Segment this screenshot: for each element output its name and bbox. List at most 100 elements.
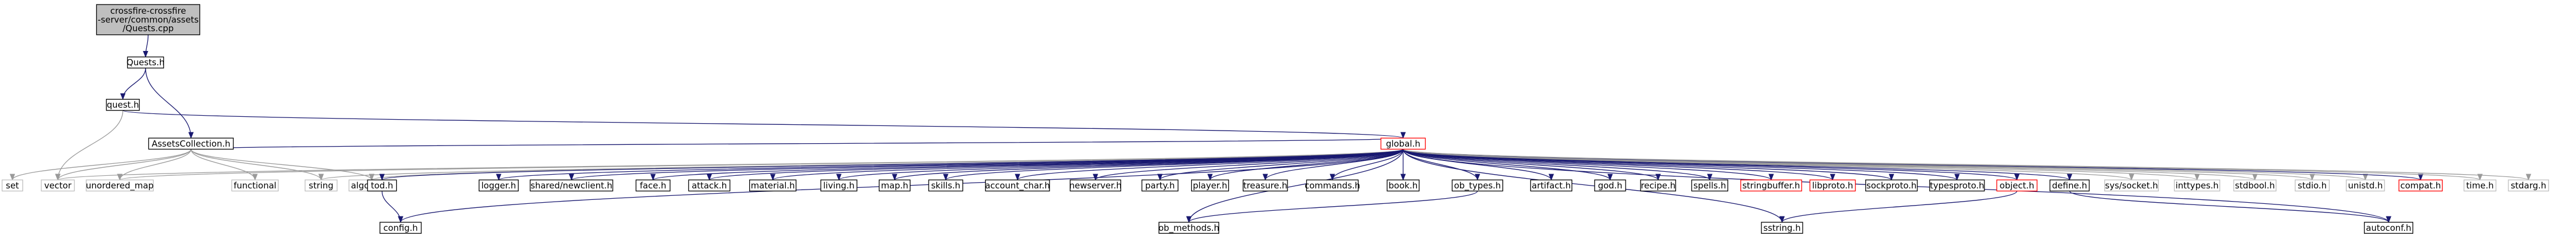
node-label: unordered_map [86, 180, 154, 191]
node-label: stringbuffer.h [1743, 180, 1800, 191]
node-stringbuffer-h[interactable]: stringbuffer.h [1740, 179, 1802, 192]
node-party-h[interactable]: party.h [1141, 179, 1179, 192]
node-quest-h[interactable]: quest.h [105, 99, 140, 111]
edge-quests_h-to-quest_h [120, 68, 146, 100]
edge-global_h-to-logger_h [496, 148, 1404, 181]
node-newclient-h[interactable]: shared/newclient.h [530, 179, 613, 192]
node-face-h[interactable]: face.h [635, 179, 671, 192]
node-spells-h[interactable]: spells.h [1691, 179, 1728, 192]
node-label: newserver.h [1069, 180, 1121, 191]
node-box [1306, 179, 1359, 192]
node-label: -server/common/assets [97, 14, 198, 25]
node-label: global.h [1386, 139, 1420, 149]
node-box [96, 4, 201, 36]
node-stdbool-h: stdbool.h [2233, 179, 2277, 192]
edge-quest_h-to-vector [55, 110, 123, 181]
node-label: skills.h [931, 180, 960, 191]
node-quests-cpp[interactable]: crossfire-crossfire-server/common/assets… [96, 4, 201, 36]
edge-quest_h-to-global_h [122, 110, 1406, 139]
node-label: commands.h [1305, 180, 1360, 191]
node-compat-h[interactable]: compat.h [2398, 179, 2443, 192]
node-box [127, 56, 165, 69]
node-label: libproto.h [1812, 180, 1853, 191]
edge-global_h-to-ob_types_h [1403, 149, 1481, 181]
node-recipe-h[interactable]: recipe.h [1640, 179, 1677, 192]
node-object-h[interactable]: object.h [1996, 179, 2038, 192]
node-box [304, 179, 338, 192]
node-label: stdio.h [2298, 180, 2327, 191]
node-box [1158, 222, 1219, 234]
node-attack-h[interactable]: attack.h [688, 179, 731, 192]
node-quests-h[interactable]: Quests.h [127, 56, 165, 69]
node-box [1070, 179, 1121, 192]
edge-global_h-to-stdio_h [1403, 148, 2315, 181]
edge-global_h-to-libproto_h [1403, 148, 1835, 181]
node-label: vector [44, 180, 72, 191]
node-label: compat.h [2400, 180, 2441, 191]
node-box [2346, 179, 2385, 192]
node-material-h[interactable]: material.h [749, 179, 797, 192]
node-commands-h[interactable]: commands.h [1305, 179, 1360, 192]
edge-assetscollection_h-to-vector [55, 149, 191, 181]
node-label: /Quests.cpp [123, 23, 174, 34]
node-define-h[interactable]: define.h [2049, 179, 2090, 192]
node-box [1691, 179, 1728, 192]
node-logger-h[interactable]: logger.h [479, 179, 519, 192]
node-account-char-h[interactable]: account_char.h [985, 179, 1050, 192]
node-label: god.h [1598, 180, 1623, 191]
node-book-h[interactable]: book.h [1387, 179, 1420, 192]
edge-tod_h-to-config_h [381, 191, 404, 223]
node-box [379, 222, 422, 234]
node-box [1865, 179, 1918, 192]
node-player-h[interactable]: player.h [1191, 179, 1230, 192]
node-box [2104, 179, 2159, 192]
node-skills-h[interactable]: skills.h [928, 179, 964, 192]
node-box [1594, 179, 1626, 192]
node-label: define.h [2052, 180, 2087, 191]
node-box [1141, 179, 1179, 192]
node-map-h[interactable]: map.h [879, 179, 911, 192]
node-label: attack.h [692, 180, 727, 191]
edge-global_h-to-stdarg_h [1403, 148, 2531, 181]
node-box [2398, 179, 2443, 192]
node-label: artifact.h [1532, 180, 1571, 191]
node-box [1380, 137, 1426, 150]
node-sockproto-h[interactable]: sockproto.h [1865, 179, 1918, 192]
edge-ob_types_h-to-ob_methods_h [1186, 190, 1478, 223]
node-global-h[interactable]: global.h [1380, 137, 1426, 150]
node-newserver-h[interactable]: newserver.h [1069, 179, 1122, 192]
node-ob-methods-h[interactable]: ob_methods.h [1158, 222, 1219, 234]
node-box [1761, 222, 1803, 234]
node-label: sys/socket.h [2105, 180, 2158, 191]
node-box [41, 179, 75, 192]
node-label: object.h [1999, 180, 2034, 191]
node-label: ob_types.h [1454, 180, 1501, 191]
node-box [231, 179, 279, 192]
nodes-layer: crossfire-crossfire-server/common/assets… [1, 4, 2549, 234]
node-box [820, 179, 858, 192]
edge-global_h-to-sstring_h [1403, 149, 1785, 223]
node-box [367, 179, 397, 192]
node-assetscollection-h[interactable]: AssetsCollection.h [148, 137, 234, 150]
node-autoconf-h[interactable]: autoconf.h [2364, 222, 2414, 234]
edge-global_h-to-sys_socket_h [1403, 148, 2134, 181]
node-tod-h[interactable]: tod.h [367, 179, 397, 192]
node-sstring-h[interactable]: sstring.h [1761, 222, 1803, 234]
edge-global_h-to-commands_h [1329, 149, 1404, 181]
node-box [2233, 179, 2277, 192]
node-config-h[interactable]: config.h [379, 222, 422, 234]
edge-global_h-to-inttypes_h [1403, 148, 2200, 181]
node-label: string [309, 180, 334, 191]
edge-global_h-to-treasure_h [1262, 149, 1404, 181]
node-treasure-h[interactable]: treasure.h [1242, 179, 1288, 192]
node-living-h[interactable]: living.h [820, 179, 858, 192]
node-artifact-h[interactable]: artifact.h [1530, 179, 1572, 192]
node-box [928, 179, 964, 192]
node-sys-socket-h: sys/socket.h [2104, 179, 2159, 192]
node-god-h[interactable]: god.h [1594, 179, 1626, 192]
edge-global_h-to-skills_h [943, 148, 1404, 181]
node-typesproto-h[interactable]: typesproto.h [1929, 179, 1985, 192]
node-libproto-h[interactable]: libproto.h [1809, 179, 1856, 192]
node-ob-types-h[interactable]: ob_types.h [1451, 179, 1504, 192]
node-box [1387, 179, 1420, 192]
